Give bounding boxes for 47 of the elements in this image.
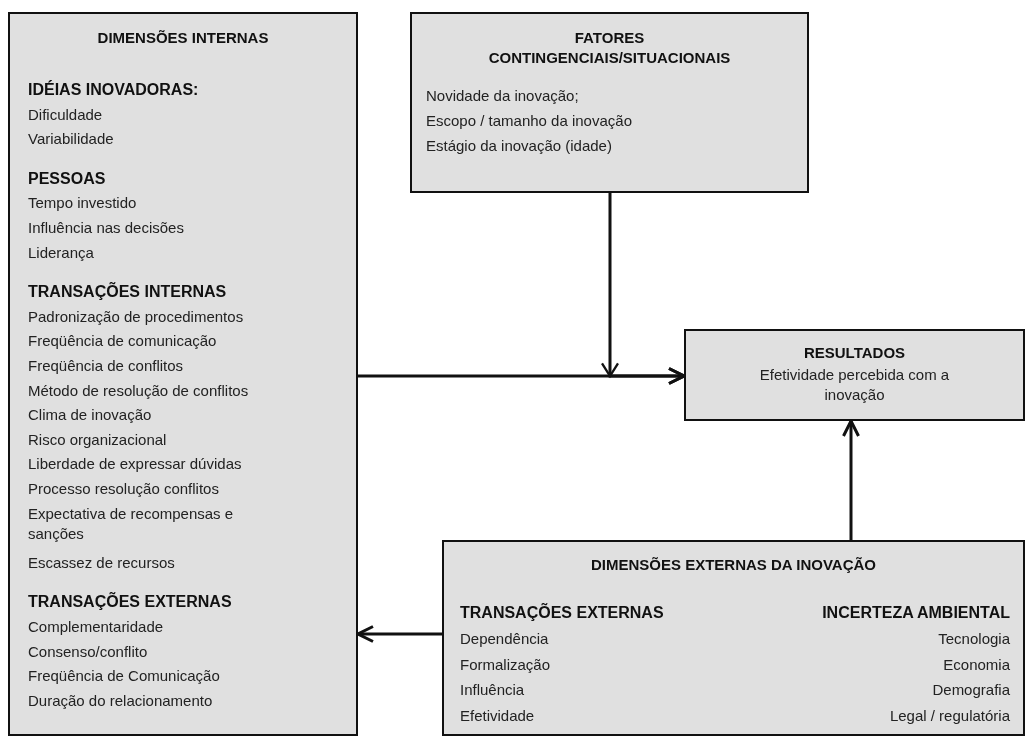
list-item: Freqüência de Comunicação: [28, 666, 221, 687]
list-item: Expectativa de recompensas e sanções: [28, 503, 235, 544]
list-item: Liberdade de expressar dúvidas: [28, 454, 243, 475]
list-item: Estágio da inovação (idade): [426, 136, 613, 156]
list-item: Influência: [460, 680, 526, 700]
list-item: Duração do relacionamento: [28, 690, 214, 711]
list-item: Influência nas decisões: [28, 218, 185, 238]
list-item: Economia: [942, 654, 1011, 675]
list-item: Demografia: [931, 680, 1011, 700]
section-heading: PESSOAS: [28, 168, 107, 189]
text-box: [8, 12, 358, 736]
list-item: Clima de inovação: [28, 405, 153, 426]
list-item: Legal / regulatória: [888, 705, 1011, 726]
box-title: DIMENSÕES EXTERNAS DA INOVAÇÃO: [590, 555, 877, 575]
list-item: Tempo investido: [28, 193, 138, 214]
list-item: Método de resolução de conflitos: [28, 380, 250, 401]
section-heading: INCERTEZA AMBIENTAL: [821, 603, 1011, 623]
list-item: Liderança: [28, 242, 95, 263]
section-heading: TRANSAÇÕES EXTERNAS: [28, 592, 233, 613]
box-title: FATORES CONTINGENCIAIS/SITUACIONAIS: [487, 28, 732, 68]
text-box: [442, 540, 1025, 736]
list-item: Risco organizacional: [28, 429, 168, 450]
list-item: Efetividade: [460, 705, 536, 726]
text-box: [410, 12, 809, 193]
description-text: Efetividade percebida com a inovação: [758, 365, 951, 405]
text-box: [684, 329, 1025, 421]
list-item: Padronização de procedimentos: [28, 306, 245, 327]
section-heading: IDÉIAS INOVADORAS:: [28, 80, 200, 100]
list-item: Dificuldade: [28, 104, 104, 125]
list-item: Formalização: [460, 654, 552, 675]
list-item: Consenso/conflito: [28, 641, 149, 662]
section-heading: TRANSAÇÕES INTERNAS: [28, 282, 228, 303]
list-item: Escassez de recursos: [28, 552, 176, 573]
list-item: Dependência: [460, 629, 550, 649]
box-title: DIMENSÕES INTERNAS: [96, 28, 270, 48]
list-item: Escopo / tamanho da inovação: [426, 111, 633, 131]
arrow: [842, 419, 860, 540]
arrow: [601, 193, 684, 385]
list-item: Freqüência de comunicação: [28, 331, 218, 352]
list-item: Novidade da inovação;: [426, 86, 580, 106]
section-heading: TRANSAÇÕES EXTERNAS: [460, 603, 665, 623]
box-title: RESULTADOS: [802, 343, 907, 363]
list-item: Tecnologia: [937, 629, 1011, 649]
list-item: Complementaridade: [28, 617, 165, 637]
list-item: Freqüência de conflitos: [28, 356, 185, 376]
list-item: Variabilidade: [28, 129, 115, 150]
list-item: Processo resolução conflitos: [28, 479, 220, 499]
